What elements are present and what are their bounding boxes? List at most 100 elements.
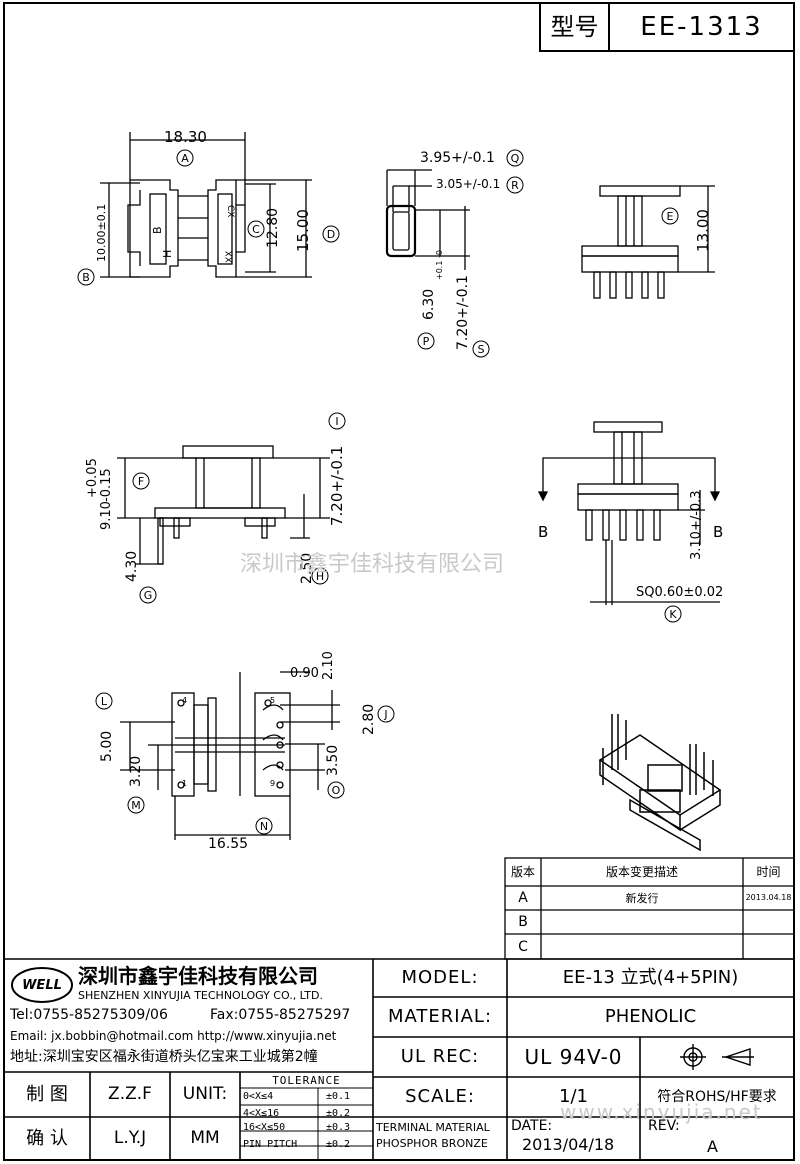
tag-d: D [326,227,336,241]
dim-f-tol-plus: +0.05 [85,458,100,498]
dim-l: 5.00 [99,730,115,762]
side-view [581,185,715,299]
model-label: MODEL: [401,967,479,988]
material-label: MATERIAL: [387,1006,493,1027]
dim-o: 3.50 [325,744,341,776]
unit-label: UNIT: [182,1084,228,1104]
dim-f-tol-minus: -0.15 [99,468,114,502]
dim-j: 2.80 [361,703,377,735]
dim-n: 16.55 [208,836,249,852]
check-value: L.Y.J [113,1128,147,1148]
date-value: 2013/04/18 [522,1135,615,1154]
company-tel: Tel:0755-85275309/06 [10,1007,168,1023]
slot-letter-h: H [161,249,174,258]
dim-s: 7.20+/-0.1 [455,275,471,350]
rev-row-b-version: B [518,914,528,930]
tag-m: M [131,798,141,812]
material-value: PHENOLIC [604,1006,697,1027]
company-fax: Fax:0755-85275297 [210,1007,351,1023]
tag-r: R [511,178,519,192]
tag-n: N [259,819,269,833]
dim-090: 0.90 [290,666,319,681]
scale-label: SCALE: [405,1086,475,1107]
tag-g: G [143,588,153,602]
rev-row-a-date: 2013.04.18 [745,893,792,902]
ul-value: UL 94V-0 [524,1045,623,1069]
dim-b: 10.00±0.1 [95,203,108,262]
dim-e: 13.00 [694,209,712,252]
dim-d: 15.00 [294,209,312,252]
company-logo: WELL [22,977,62,993]
dim-pin-square: SQ0.60±0.02 [636,585,724,600]
model-value: EE-13 立式(4+5PIN) [562,967,739,988]
tag-l: L [100,694,108,708]
tag-e: E [666,209,674,223]
slot-marking-xx: XX [225,250,235,263]
rev-row-a-description: 新发行 [625,891,659,905]
rev-header-description: 版本变更描述 [605,865,678,879]
tolerance-range-4: PIN PITCH [243,1139,298,1150]
dim-m: 3.20 [128,755,144,787]
tolerance-title: TOLERANCE [272,1073,341,1087]
tag-o: O [331,783,341,797]
tag-k: K [669,607,677,621]
bottom-view [120,671,340,840]
header-model-label: 型号 [550,13,599,41]
tolerance-range-2: 4<X≤16 [243,1108,280,1119]
rev-row-c-version: C [518,938,528,955]
unit-value: MM [190,1128,220,1148]
rev-row-a-version: A [518,890,528,906]
tag-c: C [252,222,260,236]
rev-value: A [707,1137,718,1156]
company-email: Email: jx.bobbin@hotmail.com http://www.… [10,1029,337,1043]
pin-number-5: 5 [270,696,276,705]
company-address: 地址:深圳宝安区福永街道桥头亿宝来工业城第2幢 [10,1049,318,1065]
rohs-note: 符合ROHS/HF要求 [657,1089,777,1105]
dim-q: 3.95+/-0.1 [420,150,495,166]
tolerance-value-1: ±0.1 [326,1091,351,1102]
pin-number-4: 4 [182,696,188,705]
watermark-url: www.xinyujia.net [560,1100,763,1124]
front-view [117,445,330,565]
date-label: DATE: [511,1118,553,1134]
dim-f: 9.10 [99,501,114,530]
section-marker-left: B [538,523,549,541]
company-name-cn: 深圳市鑫宇佳科技有限公司 [78,964,318,988]
tag-p: P [422,334,430,348]
terminal-material-value: PHOSPHOR BRONZE [376,1137,488,1150]
title-block-grid [4,958,794,1160]
isometric-view [598,714,722,852]
rev-header-date: 时间 [756,865,781,879]
dim-c: 12.80 [265,207,281,248]
dim-pin-length: 3.10+/-0.3 [689,490,704,560]
pin-number-9: 9 [270,779,276,788]
pins-view [537,421,721,605]
tag-q: Q [510,151,520,165]
pin-number-1: 1 [182,779,188,788]
header-model-value: EE-1313 [640,12,763,42]
watermark-company: 深圳市鑫宇佳科技有限公司 [240,552,505,577]
dim-g: 4.30 [124,550,140,582]
tolerance-range-3: 16<X≤50 [243,1122,286,1133]
draw-value: Z.Z.F [108,1084,152,1104]
tag-j: J [384,707,388,721]
callout-circles [77,149,682,835]
tag-a: A [181,151,189,165]
dim-210: 2.10 [321,651,336,680]
tag-b: B [82,270,90,284]
tag-h: H [315,569,325,583]
tolerance-range-1: 0<X≤4 [243,1091,274,1102]
dim-r: 3.05+/-0.1 [436,177,501,191]
slot-letter-b: B [151,226,164,234]
scale-value: 1/1 [559,1086,588,1107]
terminal-material-label: TERMINAL MATERIAL [376,1121,490,1134]
rev-label: REV: [648,1118,680,1134]
dim-i: 7.20+/-0.1 [328,445,346,526]
check-label: 确 认 [26,1127,68,1149]
draw-label: 制 图 [26,1083,68,1105]
section-marker-right: B [713,523,724,541]
tolerance-value-2: ±0.2 [326,1108,351,1119]
tag-i: I [335,414,339,428]
